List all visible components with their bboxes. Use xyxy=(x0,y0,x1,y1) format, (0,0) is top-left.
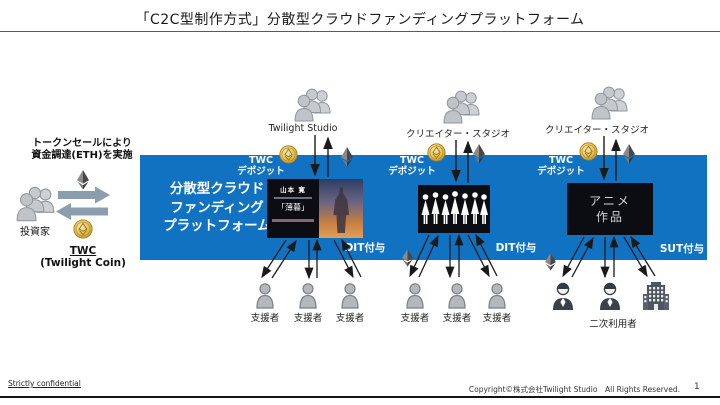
eth-diamond-icon xyxy=(472,144,486,164)
supporter-person-icon xyxy=(487,283,507,309)
eth-diamond-icon xyxy=(76,170,90,190)
creator-studio-group-icon-1 xyxy=(441,90,483,126)
supporter-label: 支援者 xyxy=(293,313,323,324)
grant-label-dit-1: DIT付与 xyxy=(344,242,386,254)
supporter-label: 支援者 xyxy=(400,313,430,324)
exchange-arrow-left xyxy=(56,203,108,220)
idol-group-silhouettes-icon xyxy=(421,191,488,224)
eth-diamond-icon xyxy=(544,253,557,271)
project-anime-box: アニメ 作品 xyxy=(567,183,653,235)
token-sale-headline: トークンセールにより 資金調達(ETH)を実施 xyxy=(12,138,152,162)
supporter-person-icon xyxy=(298,283,318,309)
supporter-label: 支援者 xyxy=(250,313,280,324)
project-poster-box: 山本 寛 「薄暮」 xyxy=(267,179,363,238)
twc-sublabel: (Twilight Coin) xyxy=(40,257,126,269)
twc-coin-icon xyxy=(427,143,446,162)
platform-name-line1: 分散型クラウド xyxy=(169,181,265,197)
confidential-note: Strictly confidential xyxy=(8,379,81,388)
investor-label: 投資家 xyxy=(20,227,50,238)
secondary-user-person-icon xyxy=(551,282,575,310)
investor-exchange-arrows xyxy=(56,186,110,220)
supporter-person-icon xyxy=(340,283,360,309)
investors-group-icon xyxy=(14,186,58,224)
platform-name-line2: ファンディング xyxy=(170,199,264,216)
eth-diamond-icon xyxy=(340,147,354,167)
poster-subtitle-bar xyxy=(274,196,312,199)
project-silhouettes-box xyxy=(418,185,490,233)
secondary-user-person-icon xyxy=(598,282,622,310)
supporter-person-icon xyxy=(255,283,275,309)
platform-name-line3: プラットフォーム xyxy=(163,218,271,234)
page-title: 「C2C型制作方式」分散型クラウドファンディングプラットフォーム xyxy=(135,12,585,28)
entity-label-creator-studio-1: クリエイター・スタジオ xyxy=(405,129,511,140)
poster-caption-bar xyxy=(272,219,314,222)
supporter-label: 支援者 xyxy=(442,313,472,324)
anime-work-line1: アニメ xyxy=(589,194,631,208)
twc-label: TWC xyxy=(69,245,97,257)
poster-author: 山本 寛 xyxy=(280,186,306,194)
secondary-users-label: 二次利用者 xyxy=(589,319,637,330)
poster-artwork xyxy=(319,179,363,238)
twilight-studio-group-icon xyxy=(292,88,334,124)
eth-diamond-icon xyxy=(401,249,414,267)
grant-label-dit-2: DIT付与 xyxy=(495,242,537,254)
supporter-person-icon xyxy=(405,283,425,309)
token-sale-line2: 資金調達(ETH)を実施 xyxy=(31,150,133,161)
poster-character-silhouette xyxy=(333,187,350,233)
platform-name: 分散型クラウド ファンディング プラットフォーム xyxy=(146,180,288,236)
supporter-label: 支援者 xyxy=(482,313,512,324)
eth-diamond-icon xyxy=(622,144,636,164)
creator-studio-group-icon-2 xyxy=(589,86,631,122)
anime-work-line2: 作品 xyxy=(595,210,624,224)
entity-label-twilight-studio: Twilight Studio xyxy=(268,123,338,134)
twc-coin-icon xyxy=(279,145,298,164)
grant-label-sut: SUT付与 xyxy=(659,243,705,255)
twc-coin-icon xyxy=(73,219,93,239)
supporter-person-icon xyxy=(447,283,467,309)
poster-title: 「薄暮」 xyxy=(277,203,309,212)
token-sale-line1: トークンセールにより xyxy=(32,138,132,149)
supporter-label: 支援者 xyxy=(335,313,365,324)
entity-label-creator-studio-2: クリエイター・スタジオ xyxy=(544,125,650,136)
poster-text-panel: 山本 寛 「薄暮」 xyxy=(267,179,319,238)
title-divider xyxy=(0,31,720,32)
bottom-border xyxy=(0,396,720,398)
copyright-text: Copyright©株式会社Twilight Studio All Rights… xyxy=(468,385,680,394)
twc-coin-icon xyxy=(579,142,598,161)
page-number: 1 xyxy=(694,382,700,392)
company-building-icon xyxy=(641,282,671,310)
